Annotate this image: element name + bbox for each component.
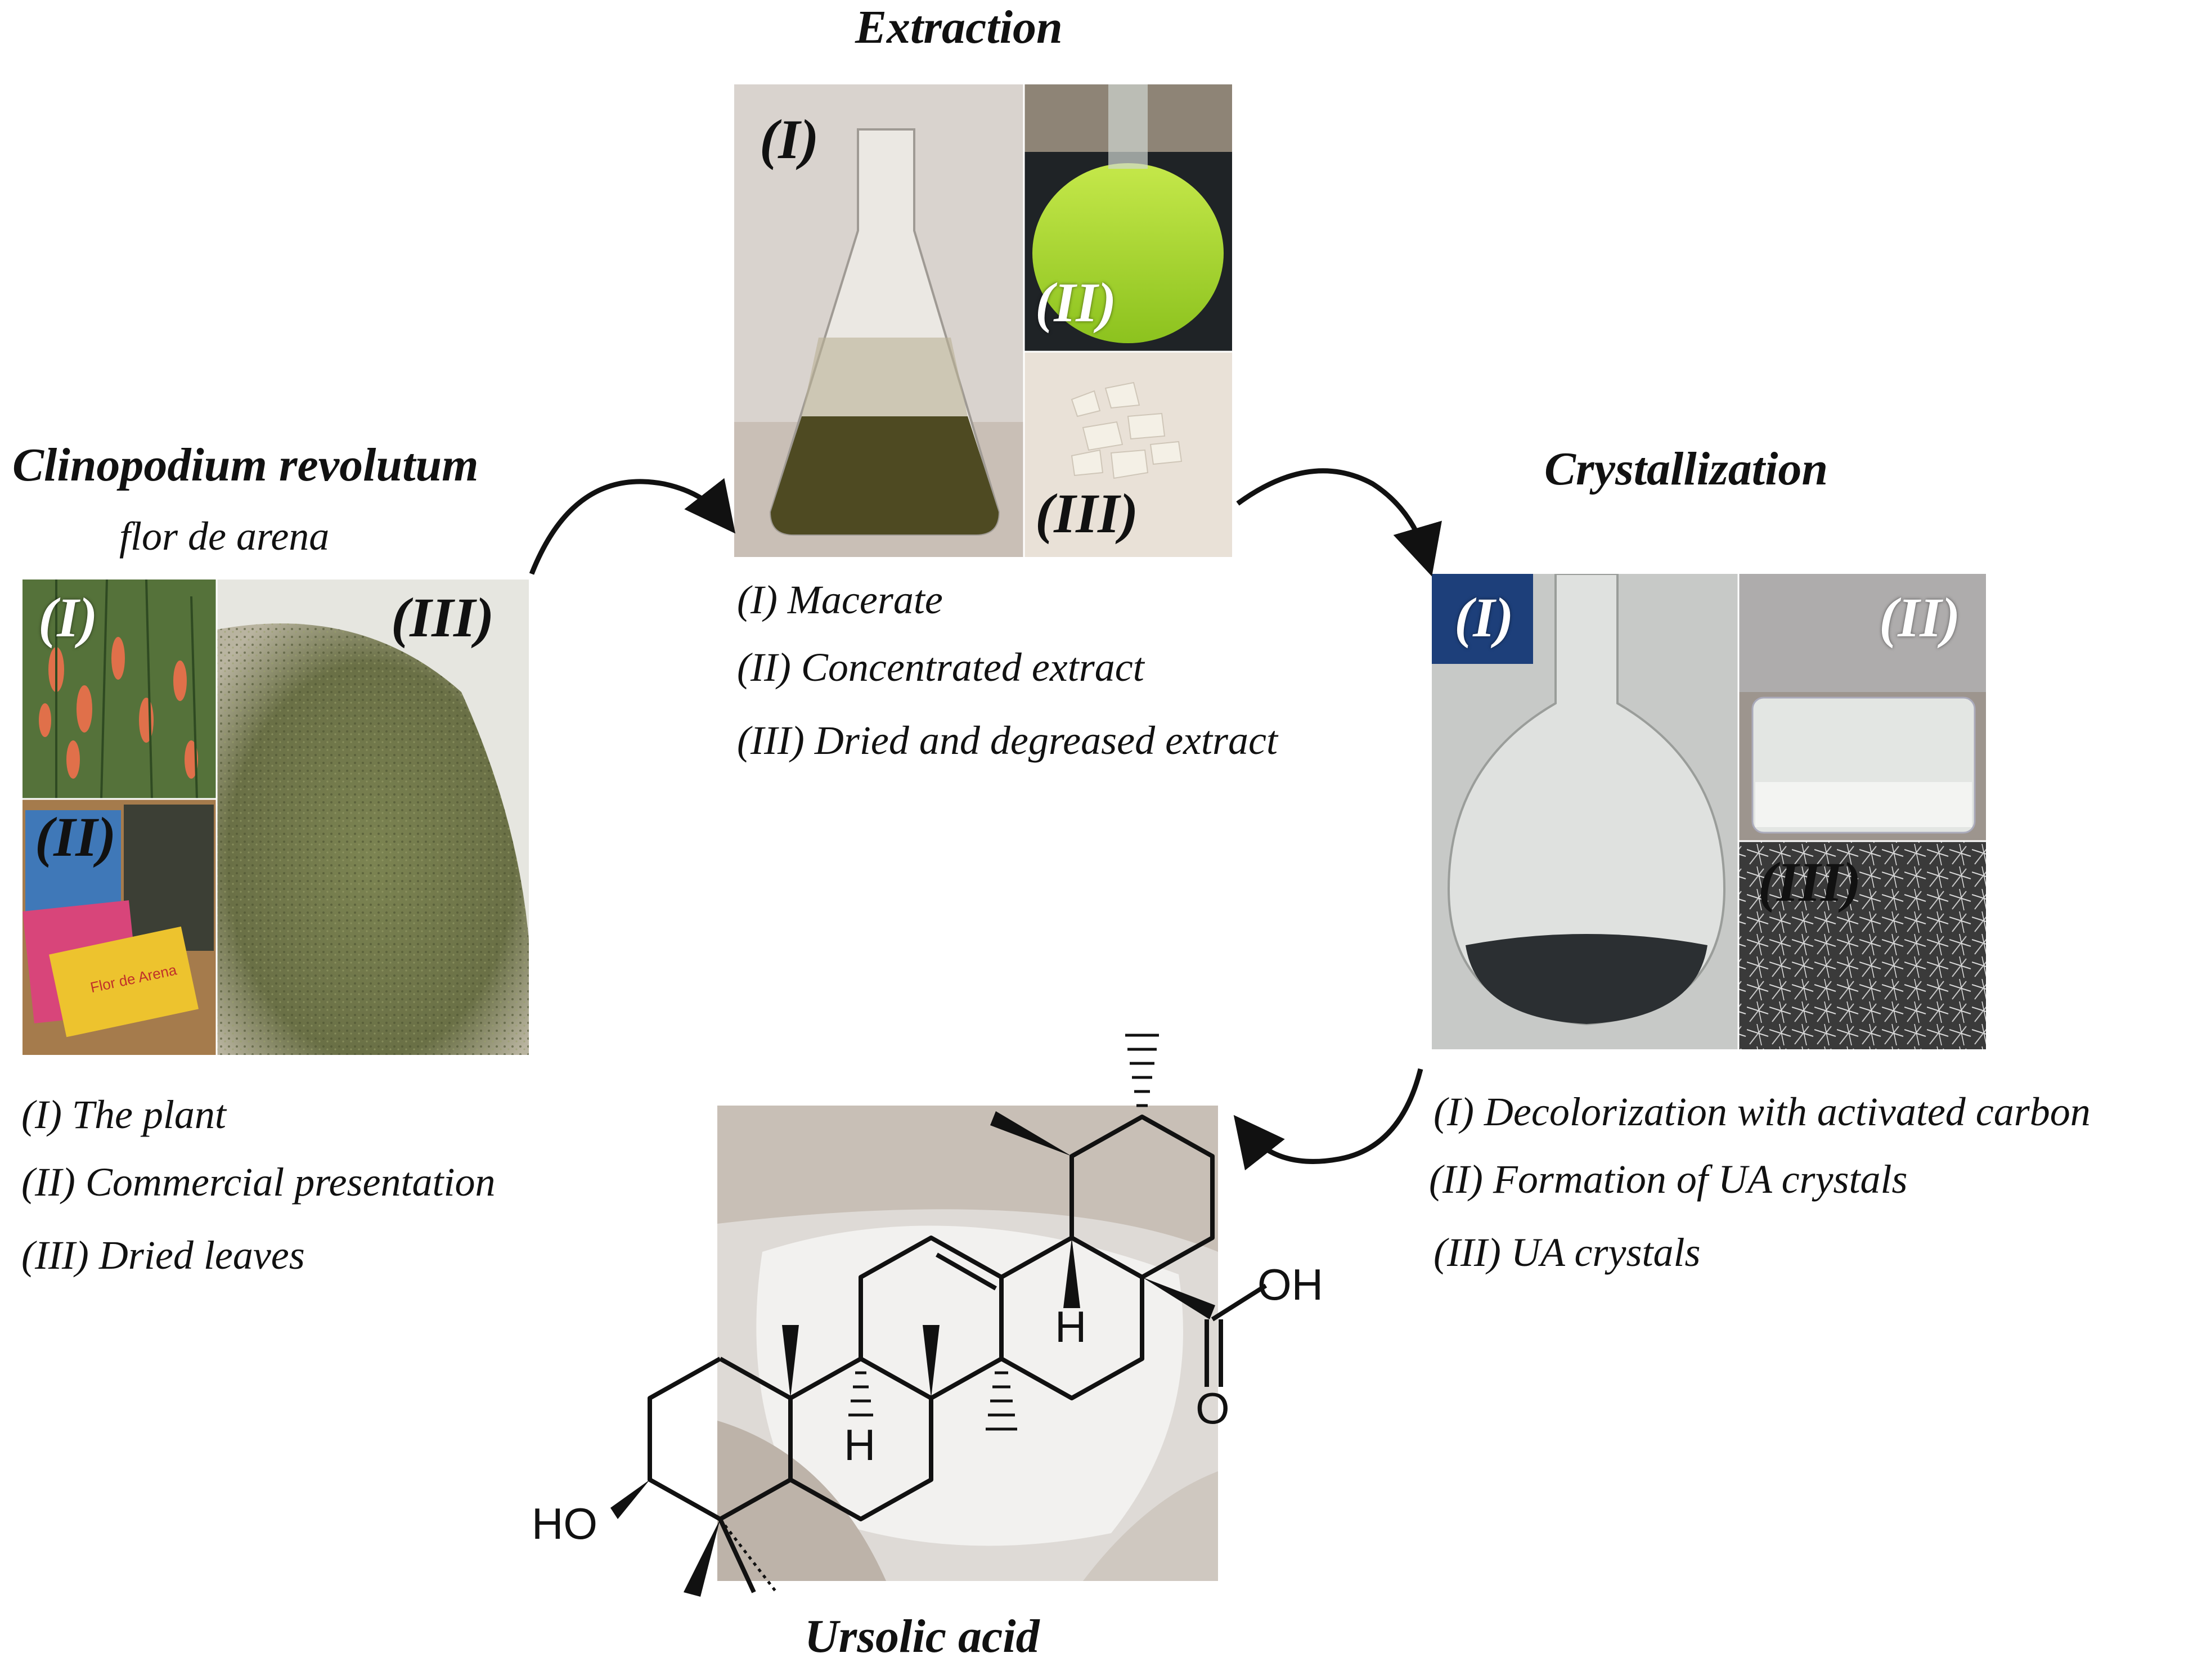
arrow-extraction-to-crystallization [1236,468,1442,577]
arrow-plant-to-extraction [529,478,736,575]
crystallization-caption-1: (I) Decolorization with activated carbon [1433,1089,2091,1134]
structure-bonds [648,1115,1268,1593]
crystallization-photo-panel: (I) (II) (III) [1432,574,1986,1049]
hydroxyl-label: HO [532,1499,597,1548]
crystallization-photo-illustration [1432,574,1986,1049]
extraction-title: Extraction [855,1,1063,53]
crystallization-label-2: (II) [1879,586,1961,649]
ursolic-acid-powder-photo [717,1106,1218,1581]
crystallization-caption-2: (II) Formation of UA crystals [1429,1157,1908,1202]
hydrogen-label-1: H [844,1420,875,1470]
plant-photo-panel: Flor de Arena (I) (II) (III) [23,580,529,1055]
crystallization-caption-3: (III) UA crystals [1433,1230,1701,1275]
carbonyl-o-label: O [1196,1383,1230,1433]
extraction-caption-2: (II) Concentrated extract [737,645,1144,690]
ursolic-acid-title: Ursolic acid [805,1610,1040,1663]
extraction-label-2: (II) [1035,271,1117,334]
plant-label-1: (I) [38,586,98,649]
extraction-caption-1: (I) Macerate [737,577,943,622]
crystallization-label-3: (III) [1758,851,1862,913]
crystallization-label-1: (I) [1454,586,1514,649]
arrow-crystallization-to-product [1233,1068,1423,1171]
plant-title: Clinopodium revolutum [12,439,479,491]
crystallization-title: Crystallization [1544,443,1828,495]
plant-label-3: (III) [391,586,495,649]
extraction-label-1: (I) [760,108,819,170]
plant-subtitle: flor de arena [119,514,330,559]
extraction-photo-illustration [734,84,1232,557]
plant-photo-illustration: Flor de Arena [23,580,529,1055]
hydrogen-label-2: H [1055,1302,1086,1351]
acid-oh-label: OH [1257,1260,1323,1309]
extraction-photo-panel: (I) (II) (III) [734,84,1232,557]
extraction-caption-3: (III) Dried and degreased extract [737,718,1278,763]
plant-caption-1: (I) The plant [21,1092,226,1137]
plant-label-2: (II) [35,806,116,868]
stereo-bonds [610,1111,1215,1597]
extraction-label-3: (III) [1035,482,1139,545]
plant-caption-3: (III) Dried leaves [21,1233,305,1278]
plant-caption-2: (II) Commercial presentation [21,1160,496,1205]
hashed-bonds [848,1034,1159,1431]
